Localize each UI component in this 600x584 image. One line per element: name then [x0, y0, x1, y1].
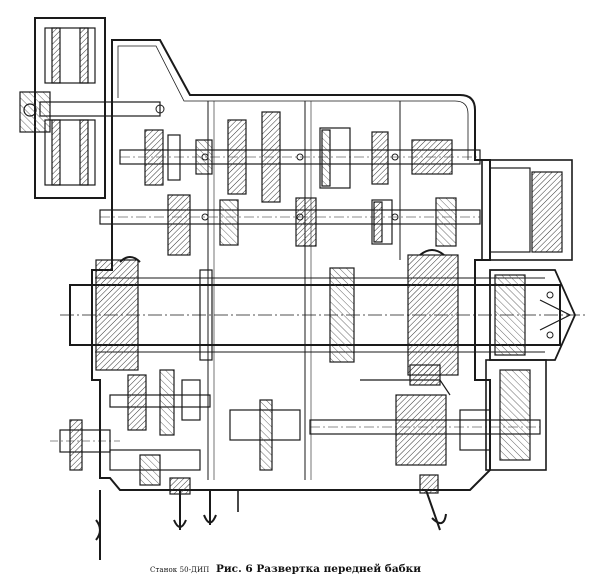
- shaft-lower-1: [109, 369, 211, 436]
- headstock-drawing: [19, 17, 585, 560]
- feed-mechanism: [50, 419, 201, 486]
- shaft-2: [99, 194, 481, 256]
- bearing-markers: [155, 104, 554, 339]
- pulley-housing: [19, 17, 106, 199]
- shaft-lower-2: [229, 364, 541, 471]
- flange-housing: [481, 159, 573, 471]
- shaft-1: [39, 101, 481, 175]
- figure-caption: Станок 50-ДИП Рис. 6 Развертка передней …: [0, 562, 600, 580]
- caption-title: Рис. 6 Развертка передней бабки: [216, 563, 421, 575]
- main-spindle: [60, 249, 585, 376]
- machine-label: Станок 50-ДИП: [150, 566, 210, 574]
- control-levers: [95, 474, 447, 560]
- gear-block-upper: [144, 111, 389, 203]
